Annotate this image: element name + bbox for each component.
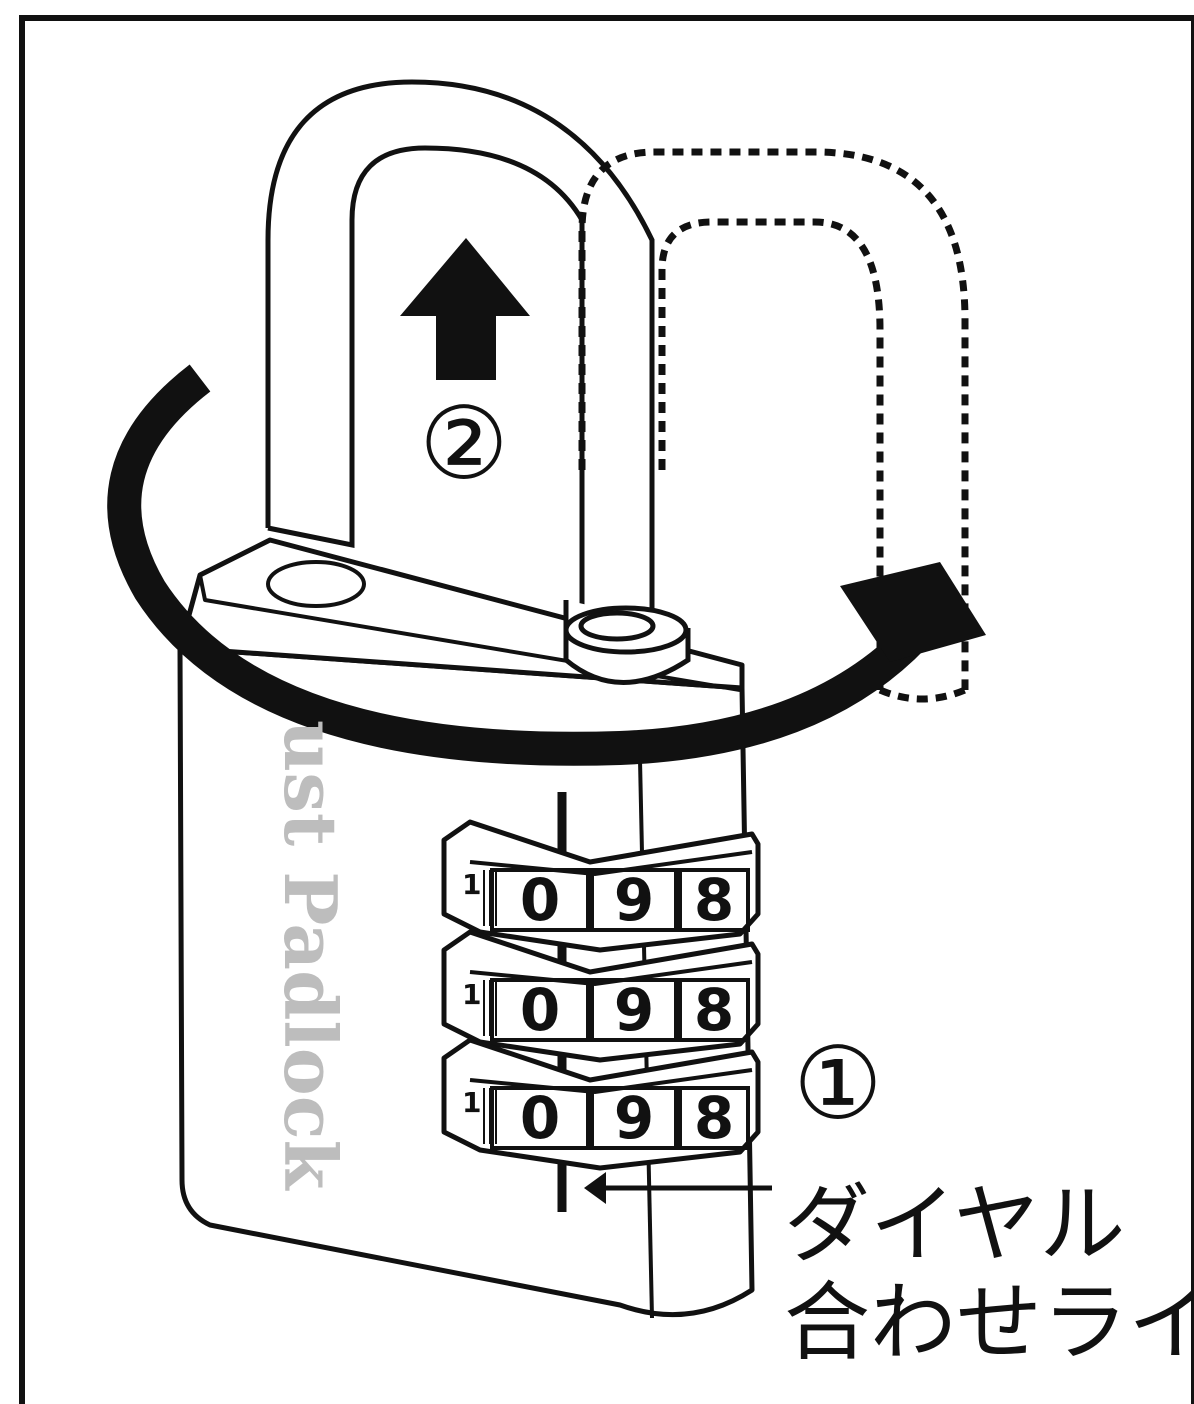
dial-digit: 9 (614, 866, 654, 934)
dial-digit: 8 (694, 866, 734, 934)
dial-label-line-2: 合わせライン (784, 1273, 1194, 1373)
dial-digit: 9 (614, 1084, 654, 1152)
dial-digit: 0 (520, 1084, 560, 1152)
dial-side-digit: 1 (462, 1086, 481, 1119)
dial-digit: 9 (614, 976, 654, 1044)
dial-digit: 0 (520, 866, 560, 934)
dial-side-digit: 1 (462, 978, 481, 1011)
dial-digit: 0 (520, 976, 560, 1044)
shackle-collar (566, 600, 688, 683)
dial-side-digit: 1 (462, 868, 481, 901)
brand-text: ust Padlock (268, 720, 353, 1192)
lift-arrow (400, 238, 530, 380)
shackle-hole (268, 562, 364, 606)
dial-digit: 8 (694, 976, 734, 1044)
step-1-marker: ① (793, 1025, 883, 1142)
dial-digit: 8 (694, 1084, 734, 1152)
step-2-marker: ② (419, 385, 509, 502)
dial-label-line-1: ダイヤル (784, 1175, 1125, 1275)
